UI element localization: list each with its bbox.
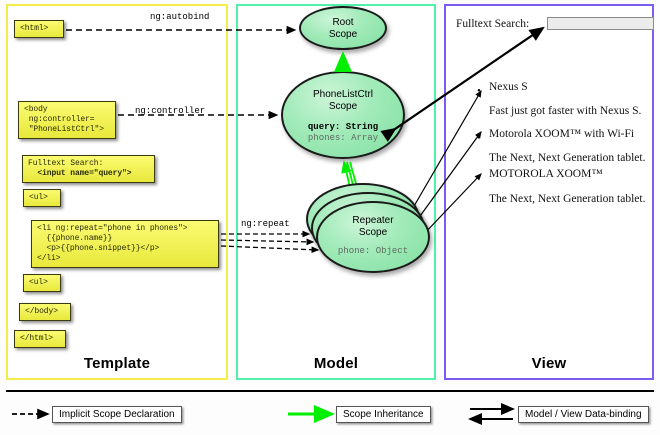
view-bullet-icon-2: •	[477, 172, 481, 184]
code-box-ul-open: <ul>	[23, 189, 61, 207]
code-box-html-close: </html>	[14, 330, 66, 348]
edge-label-ng-autobind: ng:autobind	[150, 12, 210, 22]
code-box-html-open: <html>	[14, 20, 64, 38]
panel-title-model: Model	[313, 355, 359, 372]
view-content: Fulltext Search: • Nexus S Fast just got…	[444, 4, 654, 380]
scope-phonelistctrl-prop-phones: phones: Array	[307, 133, 379, 143]
view-phone-desc-2: The Next, Next Generation tablet.	[489, 193, 646, 205]
fulltext-search-label: Fulltext Search:	[28, 159, 104, 168]
fulltext-search-input-tag: <input name="query">	[28, 169, 132, 178]
scope-root-title: Root Scope	[328, 17, 358, 40]
scope-repeater-title: Repeater Scope	[352, 215, 394, 238]
code-box-body-controller: <body ng:controller= "PhoneListCtrl">	[18, 101, 116, 139]
code-box-body-close: </body>	[19, 303, 71, 321]
view-phone-title-2: MOTOROLA XOOM™	[489, 168, 603, 180]
scope-phonelistctrl-prop-query: query: String	[307, 122, 379, 132]
view-search-input[interactable]	[547, 17, 654, 30]
view-phone-desc-1: The Next, Next Generation tablet.	[489, 152, 646, 164]
legend-implicit-scope-declaration: Implicit Scope Declaration	[52, 406, 182, 423]
legend-scope-inheritance: Scope Inheritance	[336, 406, 431, 423]
scope-phonelistctrl: PhoneListCtrl Scope query: String phones…	[281, 71, 405, 159]
scope-repeater-prop-phone: phone: Object	[337, 246, 409, 256]
panel-title-view: View	[531, 355, 567, 372]
view-phone-title-1: Motorola XOOM™ with Wi-Fi	[489, 128, 635, 140]
view-phone-title-0: Nexus S	[489, 81, 528, 93]
edge-label-ng-repeat: ng:repeat	[241, 219, 290, 229]
view-bullet-icon-0: •	[477, 85, 481, 97]
view-search-label: Fulltext Search:	[456, 18, 530, 30]
legend-model-view-databinding: Model / View Data-binding	[518, 406, 649, 423]
scope-root: Root Scope	[299, 6, 387, 50]
legend-divider	[6, 390, 654, 392]
code-box-li-repeat: <li ng:repeat="phone in phones"> {{phone…	[31, 220, 219, 268]
view-phone-desc-0: Fast just got faster with Nexus S.	[489, 105, 642, 117]
code-box-fulltext-search: Fulltext Search: <input name="query">	[22, 155, 155, 183]
panel-title-template: Template	[83, 355, 151, 372]
scope-repeater: Repeater Scope phone: Object	[316, 201, 430, 273]
scope-phonelistctrl-title: PhoneListCtrl Scope	[312, 89, 374, 112]
edge-label-ng-controller: ng:controller	[135, 106, 206, 116]
view-bullet-icon-1: •	[477, 132, 481, 144]
code-box-ul-close: <ul>	[23, 274, 61, 292]
